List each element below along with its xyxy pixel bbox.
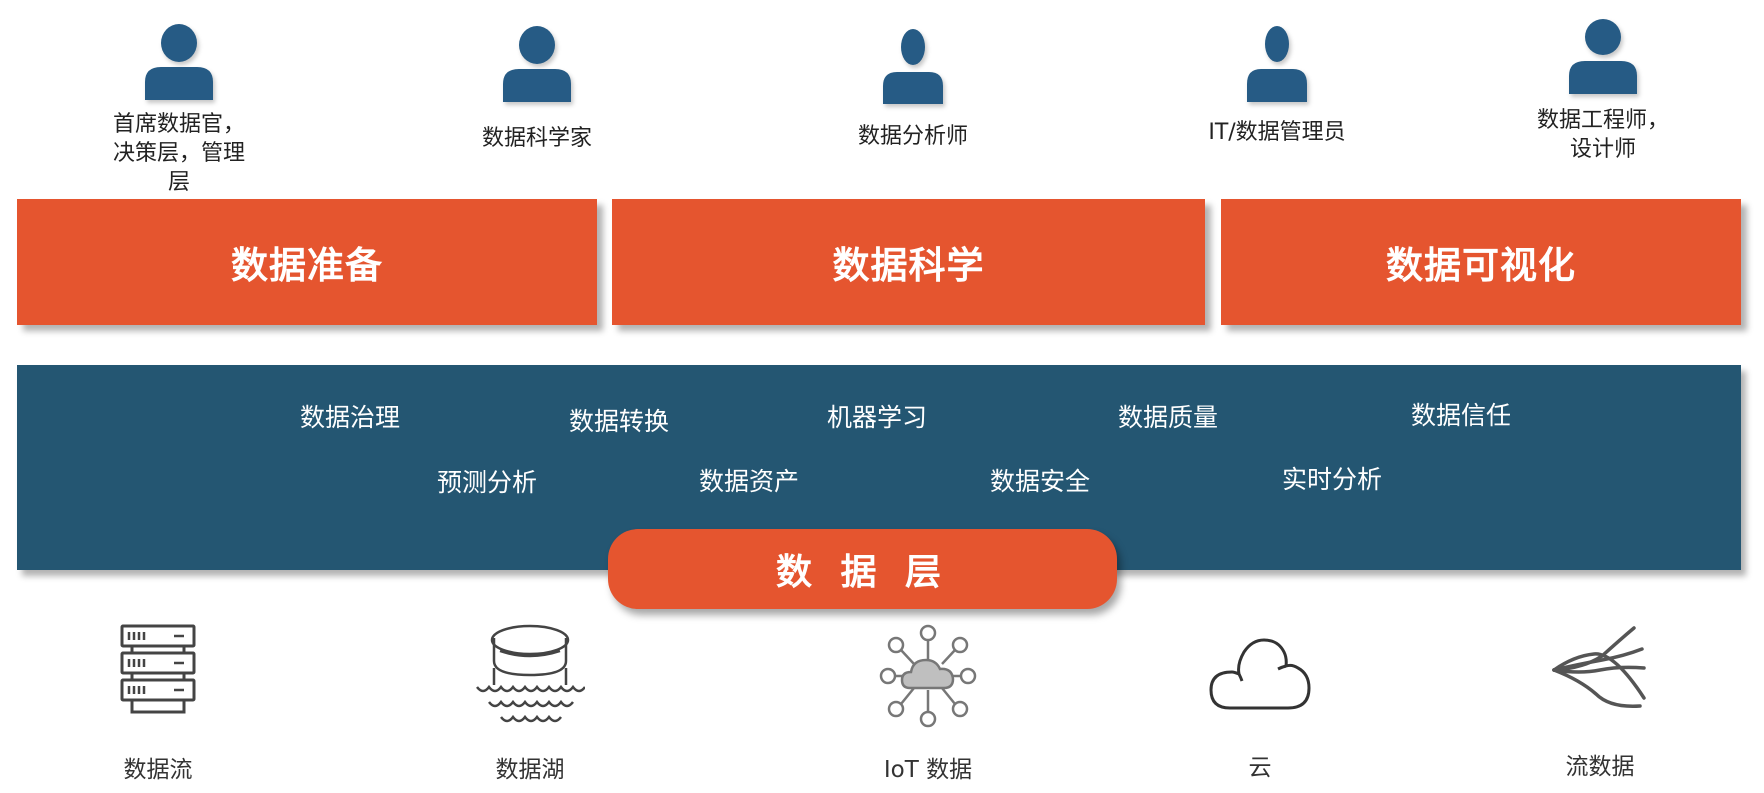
pillar-label: 数据可视化: [1386, 244, 1576, 287]
persona-label: IT/数据管理员: [1208, 120, 1346, 145]
source-iot-data: IoT 数据: [838, 624, 1018, 783]
person-icon: [1569, 19, 1637, 94]
data-lake-icon: [476, 624, 585, 723]
data-layer-label: 数 据 层: [608, 529, 1117, 609]
cloud-icon: [1209, 638, 1311, 710]
source-cloud: 云: [1170, 638, 1350, 781]
persona-label: 数据分析师: [857, 124, 968, 149]
source-label: 云: [1248, 755, 1272, 781]
capability-data-assets: 数据资产: [698, 467, 800, 496]
source-label: IoT 数据: [883, 757, 973, 783]
person-icon: [1247, 26, 1307, 102]
source-data-lake: 数据湖: [440, 623, 620, 783]
pillar-label: 数据准备: [231, 244, 383, 287]
capability-data-security: 数据安全: [989, 467, 1091, 496]
person-icon: [145, 24, 213, 100]
capability-data-transformation: 数据转换: [568, 407, 670, 436]
pillar-data-preparation: 数据准备: [17, 199, 597, 325]
capability-data-governance: 数据治理: [299, 403, 401, 432]
source-label: 流数据: [1565, 754, 1635, 780]
capability-data-quality: 数据质量: [1117, 403, 1219, 432]
server-rack-icon: [120, 624, 196, 714]
persona-label: 数据科学家: [481, 126, 592, 151]
persona-label: 数据工程师， 设计师: [1536, 108, 1669, 162]
source-label: 数据湖: [495, 757, 565, 783]
persona-data-scientist: 数据科学家: [467, 24, 607, 153]
person-icon: [503, 26, 571, 102]
capability-predictive-analytics: 预测分析: [436, 468, 538, 497]
persona-data-engineer: 数据工程师， 设计师: [1533, 18, 1673, 164]
persona-label: 首席数据官， 决策层，管理层: [112, 112, 245, 195]
capability-machine-learning: 机器学习: [826, 403, 928, 432]
iot-cloud-network-icon: [879, 624, 977, 728]
persona-cdo: 首席数据官， 决策层，管理层: [109, 22, 249, 197]
pillar-label: 数据科学: [832, 244, 985, 287]
data-layer-text: 数 据 层: [775, 552, 950, 593]
pillar-data-visualization: 数据可视化: [1221, 199, 1741, 325]
capability-realtime-analytics: 实时分析: [1281, 465, 1383, 494]
capability-data-trust: 数据信任: [1410, 401, 1512, 430]
persona-data-analyst: 数据分析师: [843, 26, 983, 151]
persona-it-admin: IT/数据管理员: [1207, 24, 1347, 147]
pillar-data-science: 数据科学: [612, 199, 1205, 325]
source-streaming-data: 流数据: [1510, 624, 1690, 780]
source-data-stream: 数据流: [68, 624, 248, 783]
streaming-lines-icon: [1552, 626, 1646, 708]
source-label: 数据流: [123, 757, 193, 783]
person-icon: [883, 29, 943, 104]
